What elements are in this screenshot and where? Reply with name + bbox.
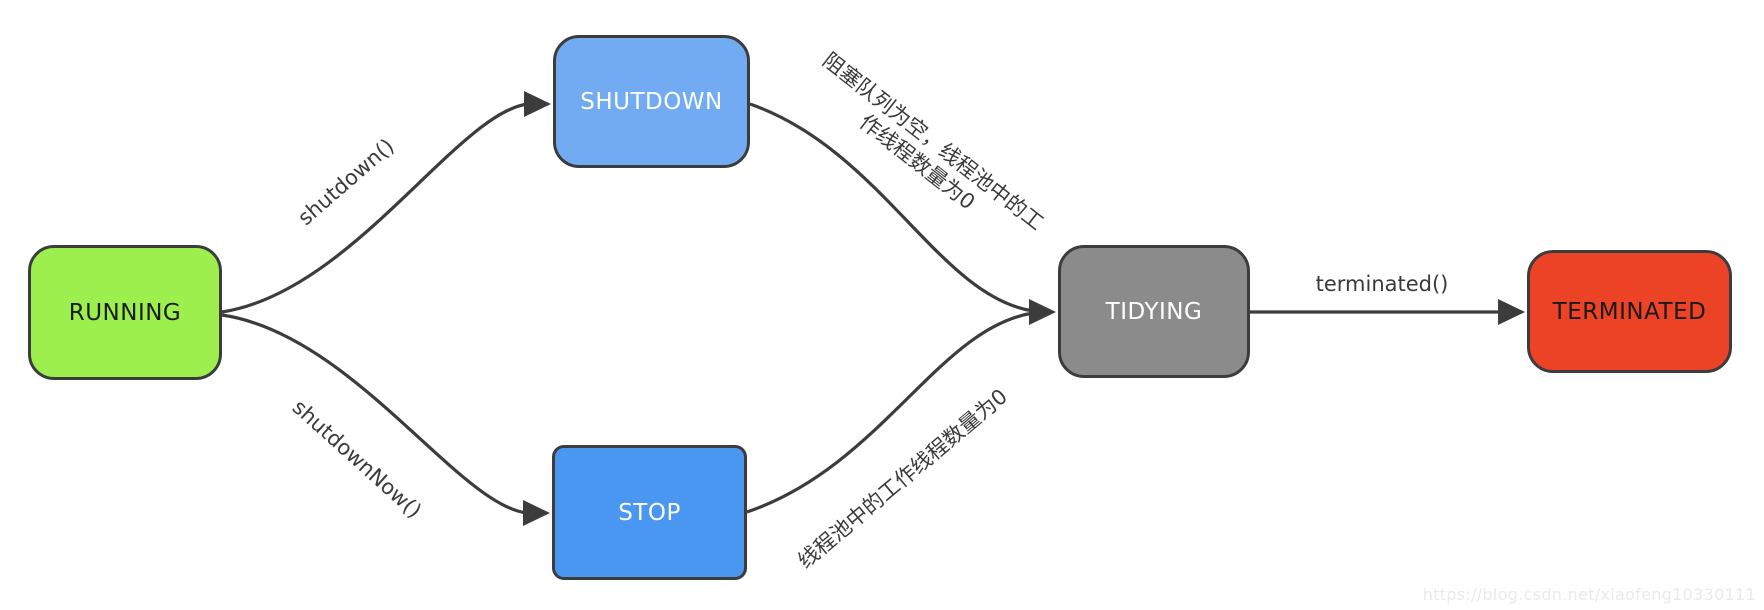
arrowhead-terminated bbox=[1498, 299, 1525, 325]
state-label-stop: STOP bbox=[618, 499, 681, 526]
state-node-terminated: TERMINATED bbox=[1527, 250, 1732, 373]
state-node-tidying: TIDYING bbox=[1058, 245, 1250, 378]
watermark-url: https://blog.csdn.net/xiaofeng10330111 bbox=[1422, 585, 1756, 604]
arrowhead-shutdown bbox=[524, 91, 551, 117]
arrowhead-stop bbox=[523, 500, 550, 526]
state-node-running: RUNNING bbox=[28, 245, 222, 380]
arrowhead-tidying bbox=[1029, 299, 1056, 325]
state-node-shutdown: SHUTDOWN bbox=[553, 35, 750, 168]
state-label-shutdown: SHUTDOWN bbox=[580, 88, 723, 115]
state-label-tidying: TIDYING bbox=[1105, 298, 1203, 325]
state-label-terminated: TERMINATED bbox=[1552, 298, 1707, 325]
edge-shutdown-to-tidying bbox=[749, 102, 1034, 313]
edge-running-to-shutdown bbox=[221, 102, 529, 314]
state-node-stop: STOP bbox=[552, 445, 747, 580]
edge-label-terminated-call: terminated() bbox=[1315, 272, 1449, 296]
state-label-running: RUNNING bbox=[68, 299, 182, 326]
edge-stop-to-tidying bbox=[746, 311, 1034, 514]
edge-running-to-stop bbox=[221, 313, 528, 515]
